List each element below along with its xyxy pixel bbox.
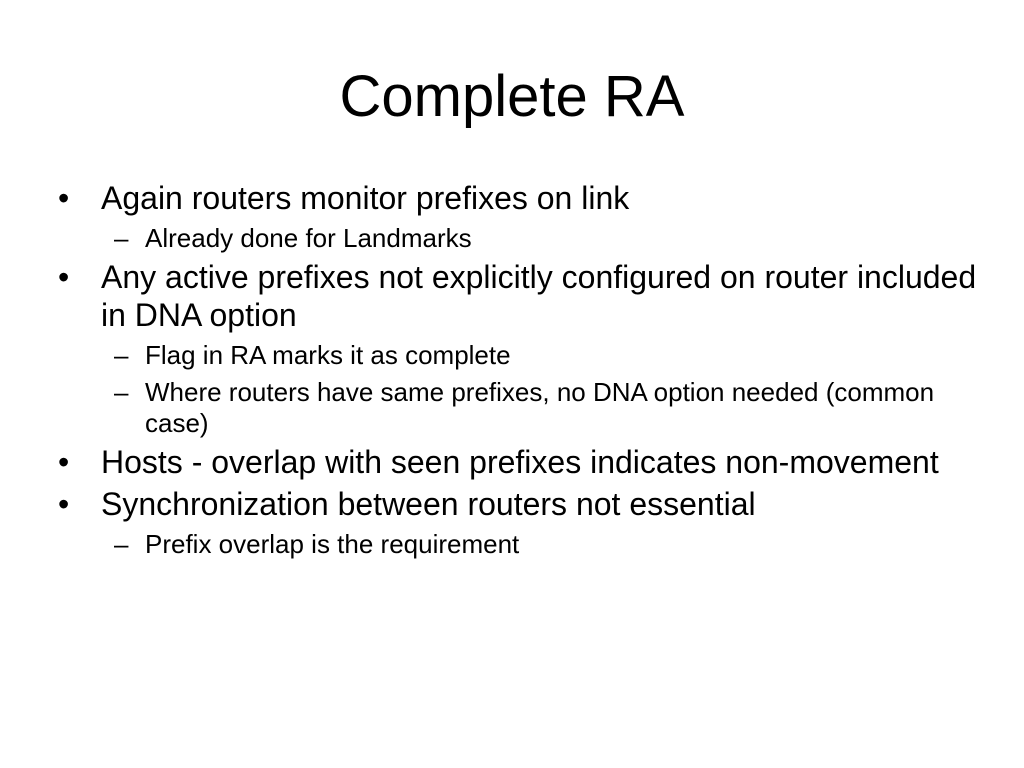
bullet-item: • Synchronization between routers not es… (58, 485, 978, 560)
bullet-text: Any active prefixes not explicitly confi… (101, 259, 977, 333)
sub-bullet-list: – Flag in RA marks it as complete – Wher… (101, 340, 978, 439)
sub-bullet-item: – Flag in RA marks it as complete (101, 340, 978, 371)
bullet-item: • Again routers monitor prefixes on link… (58, 179, 978, 254)
bullet-text: Hosts - overlap with seen prefixes indic… (101, 444, 939, 480)
sub-bullet-marker: – (114, 223, 129, 253)
sub-bullet-item: – Prefix overlap is the requirement (101, 529, 978, 560)
bullet-marker: • (58, 180, 70, 216)
sub-bullet-marker: – (114, 377, 129, 407)
slide-title: Complete RA (339, 64, 685, 129)
sub-bullet-marker: – (114, 340, 129, 370)
sub-bullet-text: Already done for Landmarks (145, 223, 472, 253)
bullet-text: Synchronization between routers not esse… (101, 486, 756, 522)
bullet-marker: • (58, 259, 70, 295)
bullet-item: • Hosts - overlap with seen prefixes ind… (58, 443, 978, 481)
bullet-item: • Any active prefixes not explicitly con… (58, 258, 978, 439)
sub-bullet-item: – Already done for Landmarks (101, 223, 978, 254)
sub-bullet-text: Flag in RA marks it as complete (145, 340, 511, 370)
bullet-text: Again routers monitor prefixes on link (101, 180, 630, 216)
sub-bullet-text: Prefix overlap is the requirement (145, 529, 520, 559)
sub-bullet-item: – Where routers have same prefixes, no D… (101, 377, 978, 439)
bullet-marker: • (58, 486, 70, 522)
sub-bullet-marker: – (114, 529, 129, 559)
sub-bullet-list: – Prefix overlap is the requirement (101, 529, 978, 560)
sub-bullet-list: – Already done for Landmarks (101, 223, 978, 254)
bullet-list: • Again routers monitor prefixes on link… (58, 179, 978, 560)
sub-bullet-text: Where routers have same prefixes, no DNA… (145, 377, 935, 438)
bullet-marker: • (58, 444, 70, 480)
